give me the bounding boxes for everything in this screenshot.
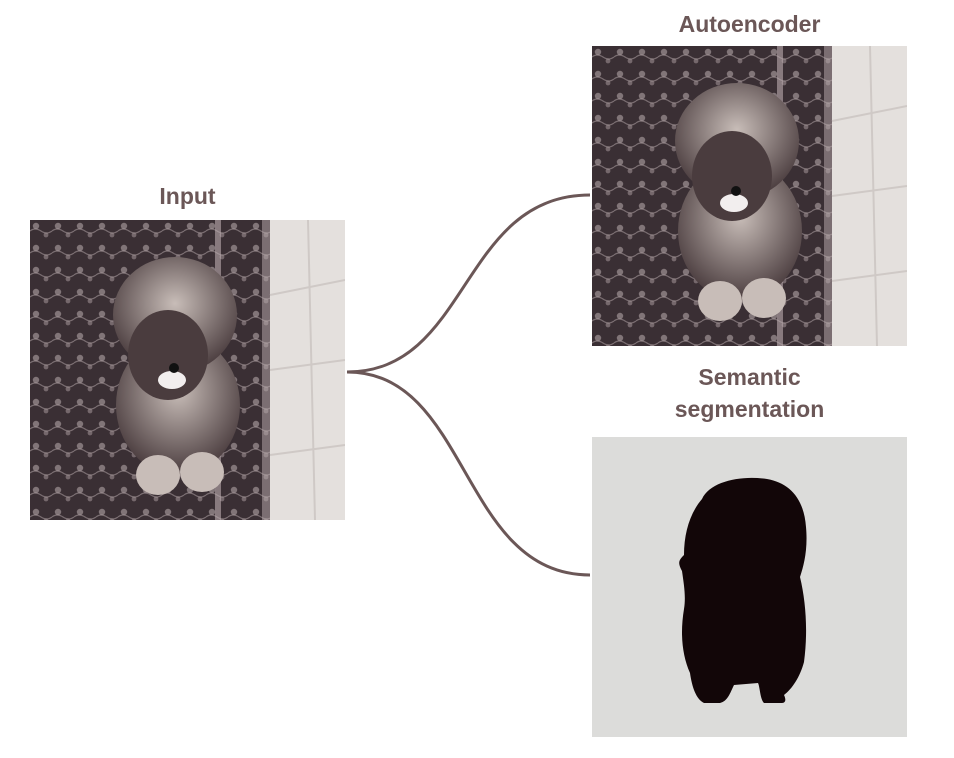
autoencoder-image — [592, 46, 907, 346]
reconstructed-photo-icon — [592, 46, 907, 346]
segmentation-image — [592, 437, 907, 737]
segmentation-mask-icon — [592, 437, 907, 737]
autoencoder-label: Autoencoder — [678, 11, 821, 37]
input-image — [30, 220, 345, 520]
connector-to-autoencoder — [346, 193, 591, 374]
input-label: Input — [159, 183, 216, 209]
segmentation-label: Semantic segmentation — [674, 364, 825, 422]
connector-to-segmentation — [346, 370, 591, 577]
dog-photo-icon — [30, 220, 345, 520]
